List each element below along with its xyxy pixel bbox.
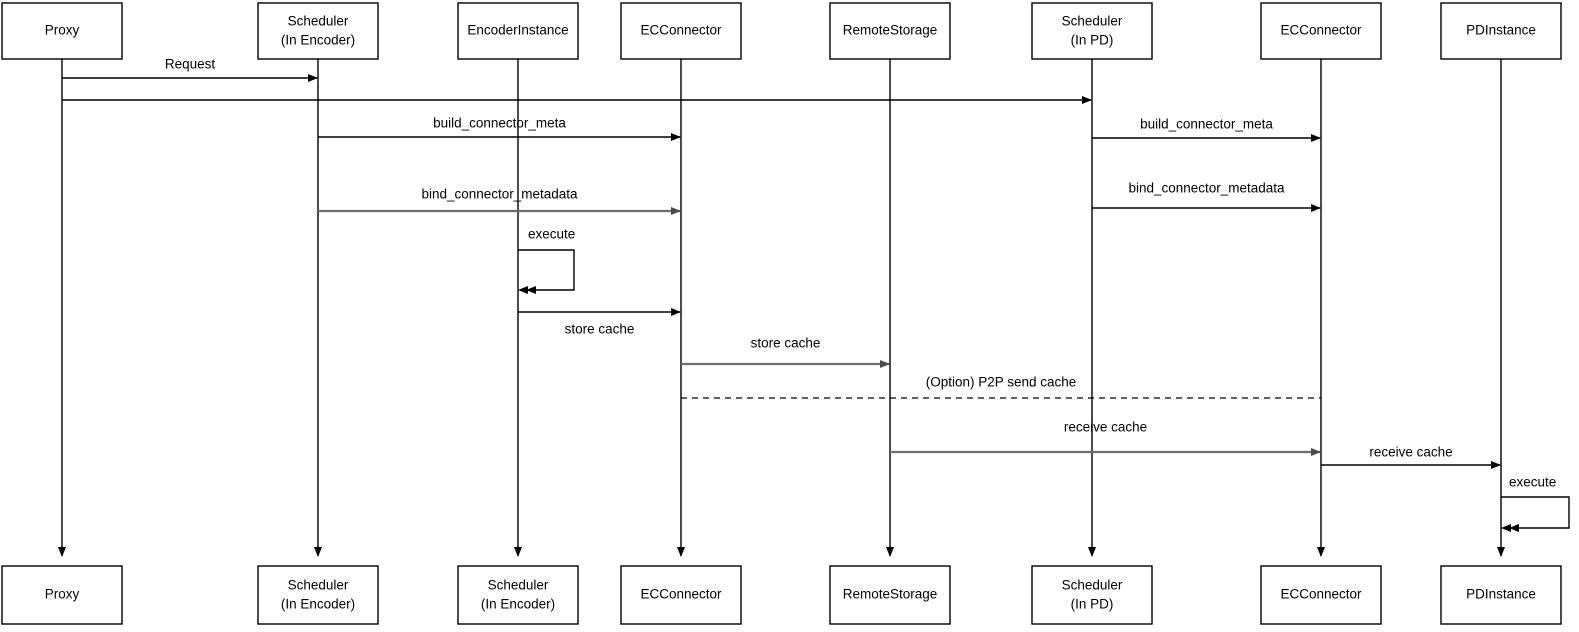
self-call-path — [1501, 496, 1570, 532]
participant-label-line1: Scheduler — [488, 578, 549, 593]
message-receive-cache-pd[interactable]: receive cache — [1321, 445, 1501, 469]
participant-box-rect — [829, 565, 951, 625]
participant-label-line1: ECConnector — [1280, 587, 1362, 602]
participant-label-line1: ECConnector — [640, 23, 722, 38]
participant-box-bottom-proxy[interactable]: Proxy — [1, 565, 123, 625]
participant-box-rect — [257, 565, 379, 625]
participant-box-rect — [1, 565, 123, 625]
message-label: build_connector_meta — [433, 116, 566, 131]
participant-box-bottom-pd-instance[interactable]: PDInstance — [1440, 565, 1562, 625]
message-label: bind_connector_metadata — [421, 187, 578, 202]
participant-box-rect — [620, 565, 742, 625]
participant-box-bottom-scheduler-enc[interactable]: Scheduler (In Encoder) — [257, 565, 379, 625]
message-label: build_connector_meta — [1140, 117, 1273, 132]
message-label: store cache — [565, 322, 635, 337]
message-label: bind_connector_metadata — [1128, 181, 1285, 196]
participant-box-top-pd-instance[interactable]: PDInstance — [1440, 2, 1562, 60]
participant-label-line2: (In Encoder) — [281, 33, 355, 48]
participant-label-line1: Scheduler — [1062, 14, 1123, 29]
message-receive-cache-remote[interactable]: receive cache — [890, 420, 1321, 456]
participant-box-rect — [457, 565, 579, 625]
message-label: (Option) P2P send cache — [926, 375, 1077, 390]
participant-box-rect — [829, 2, 951, 60]
message-bind-meta-enc[interactable]: bind_connector_metadata — [318, 187, 681, 215]
participant-box-bottom-encoder-instance[interactable]: Scheduler (In Encoder) — [457, 565, 579, 625]
participant-box-rect — [1, 2, 123, 60]
participant-label-line1: PDInstance — [1466, 23, 1536, 38]
participant-box-bottom-scheduler-pd[interactable]: Scheduler (In PD) — [1031, 565, 1153, 625]
participant-label-line2: (In Encoder) — [481, 597, 555, 612]
participant-label-line1: ECConnector — [1280, 23, 1362, 38]
participant-box-rect — [620, 2, 742, 60]
participant-label-line1: Scheduler — [288, 578, 349, 593]
message-bind-meta-pd[interactable]: bind_connector_metadata — [1092, 181, 1321, 212]
participant-box-rect — [457, 2, 579, 60]
participant-box-top-proxy[interactable]: Proxy — [1, 2, 123, 60]
participant-box-top-scheduler-enc[interactable]: Scheduler (In Encoder) — [257, 2, 379, 60]
participant-box-rect — [1260, 565, 1382, 625]
self-call-label: execute — [528, 227, 575, 242]
participant-box-top-encoder-instance[interactable]: EncoderInstance — [457, 2, 579, 60]
participant-label-line1: PDInstance — [1466, 587, 1536, 602]
self-call-path — [518, 249, 575, 294]
participant-label-line2: (In Encoder) — [281, 597, 355, 612]
participant-box-rect — [1031, 2, 1153, 60]
participant-label-line1: Scheduler — [288, 14, 349, 29]
participant-box-top-ecconnector-enc[interactable]: ECConnector — [620, 2, 742, 60]
message-build-meta-enc[interactable]: build_connector_meta — [318, 116, 681, 141]
self-calls-layer: execute execute — [518, 227, 1570, 532]
participant-label-line1: Proxy — [45, 23, 80, 38]
participant-box-rect — [1031, 565, 1153, 625]
lifelines-layer — [58, 59, 1505, 557]
participant-box-rect — [1440, 565, 1562, 625]
participant-box-rect — [1440, 2, 1562, 60]
participant-box-bottom-remote-storage[interactable]: RemoteStorage — [829, 565, 951, 625]
message-request[interactable]: Request — [62, 57, 318, 82]
participant-label-line1: RemoteStorage — [843, 23, 938, 38]
message-p2p-send-cache[interactable]: (Option) P2P send cache — [681, 375, 1321, 399]
participant-box-top-remote-storage[interactable]: RemoteStorage — [829, 2, 951, 60]
message-label: Request — [165, 57, 216, 72]
participant-label-line1: RemoteStorage — [843, 587, 938, 602]
participant-box-bottom-ecconnector-enc[interactable]: ECConnector — [620, 565, 742, 625]
participant-label-line1: Proxy — [45, 587, 80, 602]
message-label: receive cache — [1369, 445, 1452, 460]
participant-label-line2: (In PD) — [1071, 597, 1114, 612]
self-call-execute-pdinstance[interactable]: execute — [1501, 475, 1570, 532]
self-call-arrowhead — [518, 286, 528, 294]
message-store-cache-remote[interactable]: store cache — [681, 336, 890, 368]
self-call-arrowhead — [1501, 524, 1511, 532]
participant-box-bottom-ecconnector-pd[interactable]: ECConnector — [1260, 565, 1382, 625]
participant-box-rect — [1260, 2, 1382, 60]
self-call-label: execute — [1509, 475, 1556, 490]
participant-label-line1: EncoderInstance — [467, 23, 568, 38]
participant-label-line1: Scheduler — [1062, 578, 1123, 593]
participant-label-line2: (In PD) — [1071, 33, 1114, 48]
message-build-meta-pd[interactable]: build_connector_meta — [1092, 117, 1321, 142]
message-label: receive cache — [1064, 420, 1147, 435]
message-label: store cache — [751, 336, 821, 351]
participant-box-top-scheduler-pd[interactable]: Scheduler (In PD) — [1031, 2, 1153, 60]
participant-label-line1: ECConnector — [640, 587, 722, 602]
self-call-execute-encoder[interactable]: execute — [518, 227, 575, 294]
participant-box-rect — [257, 2, 379, 60]
participant-box-top-ecconnector-pd[interactable]: ECConnector — [1260, 2, 1382, 60]
message-store-cache-local[interactable]: store cache — [518, 308, 681, 337]
messages-layer: Request build_connector_meta build_connect… — [62, 57, 1501, 469]
